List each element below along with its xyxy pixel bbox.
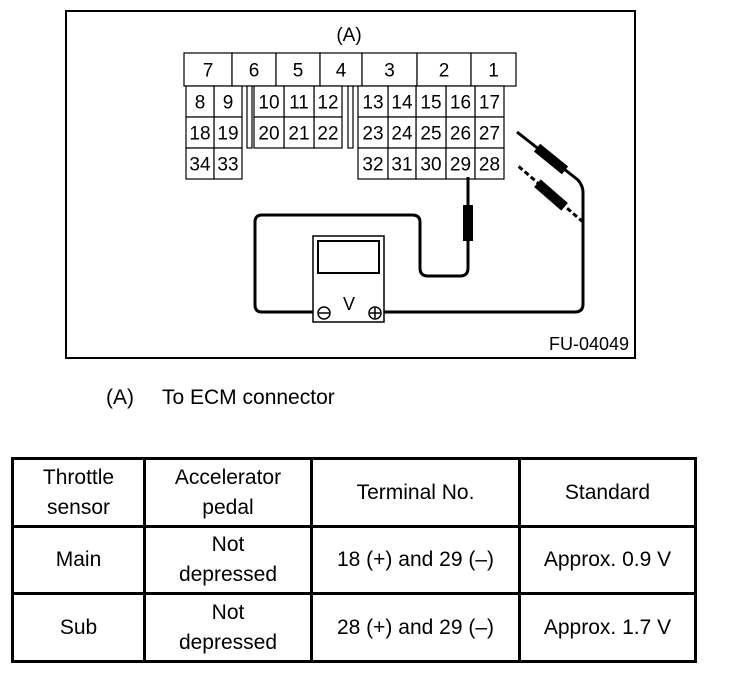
terminal-14-label: 14 xyxy=(391,93,413,114)
terminal-29-label: 29 xyxy=(450,155,471,176)
cell-standard: Approx. 1.7 V xyxy=(518,592,697,663)
header-cell-2 xyxy=(416,52,472,87)
terminal-9-label: 9 xyxy=(223,93,234,114)
terminal-25-label: 25 xyxy=(420,124,441,145)
terminal-34-label: 34 xyxy=(189,155,211,176)
header-throttle-sensor: Throttle sensor xyxy=(11,457,146,528)
caption-label: (A) xyxy=(106,386,134,409)
positive-terminal-icon xyxy=(368,306,382,320)
header-cell-7-label: 7 xyxy=(203,61,214,82)
terminal-26-label: 26 xyxy=(450,124,471,145)
terminal-21-label: 21 xyxy=(288,124,309,145)
table-header-row: Throttle sensor Accelerator pedal Termin… xyxy=(11,457,697,528)
negative-terminal-icon xyxy=(317,306,331,320)
terminal-16 xyxy=(445,85,476,118)
terminal-14 xyxy=(387,85,417,118)
terminal-33 xyxy=(213,147,243,180)
cell-sensor: Main xyxy=(11,525,146,595)
terminal-30-label: 30 xyxy=(420,155,441,176)
probe-negative xyxy=(463,205,473,241)
table-row: Sub Not depressed 28 (+) and 29 (–) Appr… xyxy=(11,592,697,663)
probe-sub-icon xyxy=(534,179,568,211)
terminal-19 xyxy=(213,116,243,149)
positive-lead-main xyxy=(382,130,585,314)
terminal-19-label: 19 xyxy=(217,124,238,145)
header-cell-1-label: 1 xyxy=(488,61,499,82)
header-cell-5-label: 5 xyxy=(293,61,304,82)
terminal-23-label: 23 xyxy=(362,124,383,145)
terminal-33-label: 33 xyxy=(217,155,238,176)
caption-text: To ECM connector xyxy=(162,386,335,409)
header-cell-1 xyxy=(470,52,517,87)
terminal-28-label: 28 xyxy=(479,155,500,176)
terminal-8 xyxy=(185,85,215,118)
terminal-11 xyxy=(283,85,315,118)
terminal-11-label: 11 xyxy=(289,93,309,114)
figure-frame xyxy=(65,10,636,359)
voltmeter-display xyxy=(317,240,380,274)
terminal-28 xyxy=(474,147,505,180)
cell-sensor: Sub xyxy=(11,592,146,663)
terminal-27-label: 27 xyxy=(479,124,500,145)
terminal-20-label: 20 xyxy=(258,124,279,145)
terminal-20 xyxy=(253,116,285,149)
cell-terminal: 18 (+) and 29 (–) xyxy=(310,525,521,595)
cell-pedal: Not depressed xyxy=(143,592,313,663)
cell-standard: Approx. 0.9 V xyxy=(518,525,697,595)
terminal-31 xyxy=(387,147,417,180)
terminal-13 xyxy=(357,85,389,118)
header-cell-6-label: 6 xyxy=(249,61,260,82)
header-cell-2-label: 2 xyxy=(439,61,450,82)
terminal-12-label: 12 xyxy=(317,93,338,114)
terminal-23 xyxy=(357,116,389,149)
figure-caption: (A) To ECM connector xyxy=(106,386,335,410)
connector-label: (A) xyxy=(336,25,361,46)
terminal-18 xyxy=(185,116,215,149)
negative-lead xyxy=(253,177,470,314)
header-accelerator-pedal: Accelerator pedal xyxy=(143,457,313,528)
terminal-10 xyxy=(253,85,285,118)
cell-terminal: 28 (+) and 29 (–) xyxy=(310,592,521,663)
terminal-8-label: 8 xyxy=(195,93,206,114)
terminal-32-label: 32 xyxy=(362,155,383,176)
connector-key-slot xyxy=(246,85,253,149)
voltmeter-symbol: V xyxy=(343,294,355,314)
terminal-13-label: 13 xyxy=(362,93,383,114)
probe-main-icon xyxy=(533,143,569,175)
terminal-22-label: 22 xyxy=(317,124,338,145)
terminal-21 xyxy=(283,116,315,149)
terminal-15-label: 15 xyxy=(420,93,441,114)
cell-pedal: Not depressed xyxy=(143,525,313,595)
header-terminal-no: Terminal No. xyxy=(310,457,521,528)
figure-id: FU-04049 xyxy=(549,334,629,354)
table-row: Main Not depressed 18 (+) and 29 (–) App… xyxy=(11,525,697,595)
header-standard: Standard xyxy=(518,457,697,528)
terminal-16-label: 16 xyxy=(450,93,471,114)
header-cell-4 xyxy=(319,52,363,87)
terminal-10-label: 10 xyxy=(258,93,279,114)
terminal-24-label: 24 xyxy=(391,124,413,145)
terminal-18-label: 18 xyxy=(189,124,210,145)
terminal-25 xyxy=(415,116,447,149)
header-cell-4-label: 4 xyxy=(336,61,347,82)
connector-key-slot xyxy=(347,85,354,149)
terminal-9 xyxy=(213,85,243,118)
header-cell-3-label: 3 xyxy=(384,61,395,82)
terminal-34 xyxy=(185,147,215,180)
terminal-31-label: 31 xyxy=(391,155,412,176)
terminal-32 xyxy=(357,147,389,180)
terminal-17-label: 17 xyxy=(479,93,500,114)
terminal-22 xyxy=(313,116,343,149)
spec-table: Throttle sensor Accelerator pedal Termin… xyxy=(11,457,697,663)
